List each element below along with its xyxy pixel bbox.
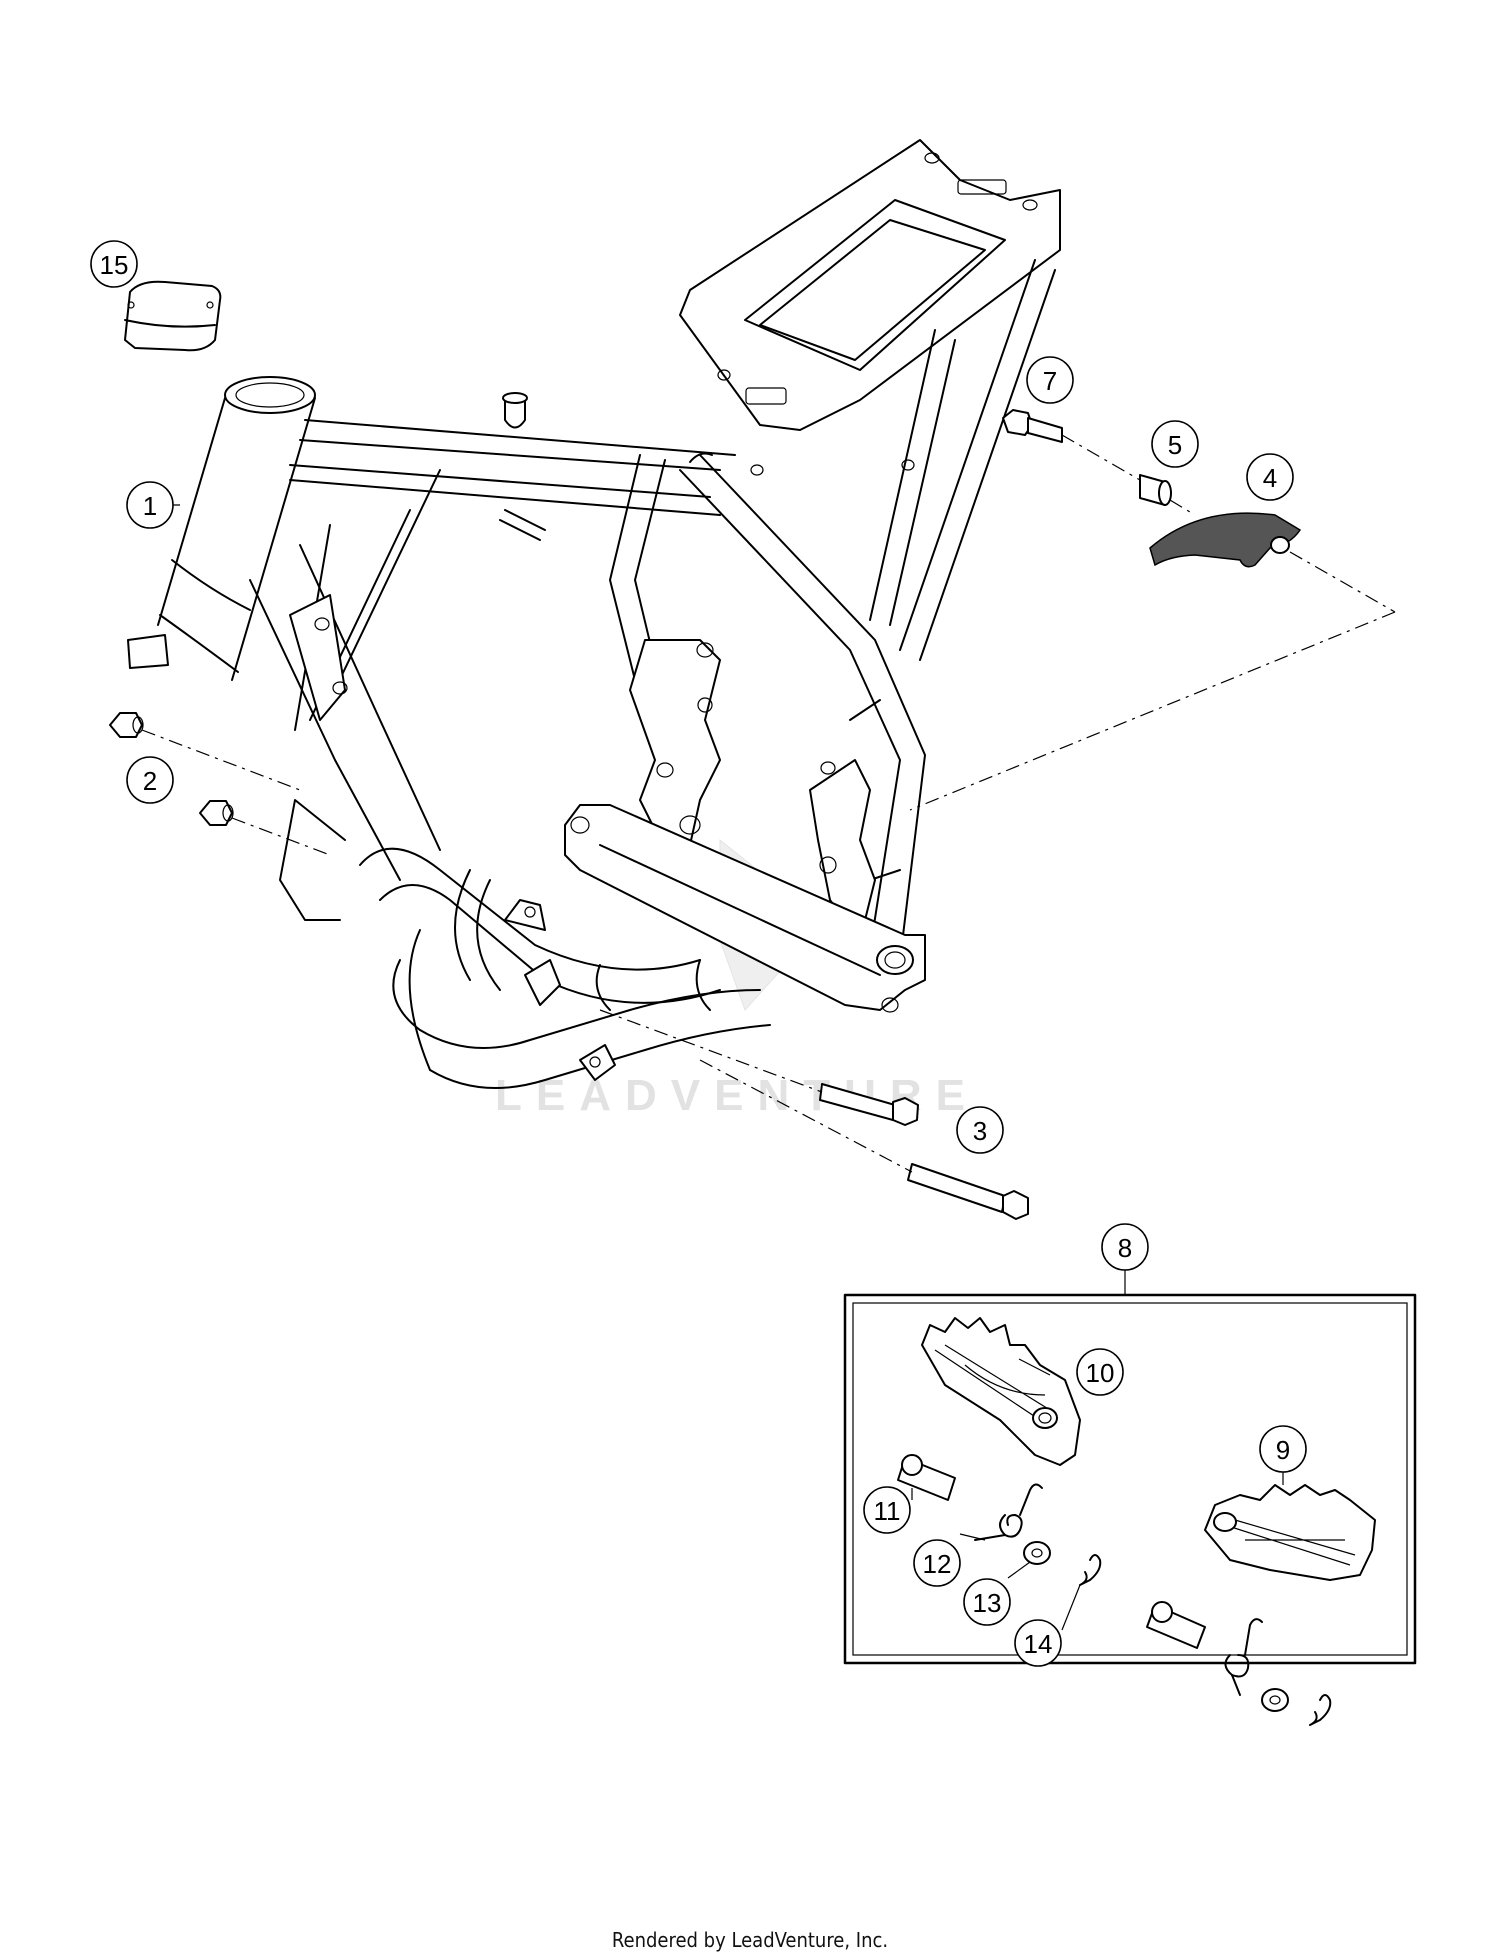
svg-text:2: 2	[143, 766, 157, 796]
callout-12: 12	[913, 1539, 961, 1587]
svg-text:14: 14	[1024, 1629, 1053, 1659]
footrest-group-box	[843, 1293, 1417, 1665]
callout-14: 14	[1014, 1619, 1062, 1667]
svg-text:5: 5	[1168, 430, 1182, 460]
svg-text:9: 9	[1276, 1435, 1290, 1465]
part-9-footpeg	[1204, 1484, 1376, 1581]
callout-8: 8	[1101, 1223, 1149, 1271]
part-10-footpeg	[921, 1317, 1081, 1466]
part-3-bolts	[599, 1009, 1029, 1220]
svg-text:11: 11	[874, 1496, 901, 1526]
callout-7: 7	[1026, 356, 1074, 404]
part-11-pin	[897, 1454, 1206, 1649]
frame	[127, 139, 1061, 1089]
part-15-cap	[124, 280, 222, 352]
callout-13: 13	[963, 1578, 1011, 1626]
part-7-bolt	[1002, 409, 1063, 443]
callout-1: 1	[126, 481, 174, 529]
callout-3: 3	[956, 1106, 1004, 1154]
part-2-nuts	[109, 712, 331, 856]
part-4-guide	[909, 434, 1396, 811]
svg-text:3: 3	[973, 1116, 987, 1146]
svg-text:1: 1	[143, 491, 157, 521]
part-5-spacer	[1139, 474, 1172, 506]
callout-9: 9	[1259, 1425, 1307, 1473]
svg-text:10: 10	[1086, 1358, 1115, 1388]
callout-2: 2	[126, 756, 174, 804]
svg-text:4: 4	[1263, 463, 1277, 493]
part-14-clip	[1061, 1554, 1332, 1726]
callout-5: 5	[1151, 420, 1199, 468]
part-13-washer	[1023, 1541, 1289, 1712]
svg-text:15: 15	[100, 250, 129, 280]
part-12-spring	[974, 1483, 1263, 1696]
svg-text:8: 8	[1118, 1233, 1132, 1263]
callout-4: 4	[1246, 453, 1294, 501]
svg-text:12: 12	[923, 1549, 952, 1579]
footer-credit: Rendered by LeadVenture, Inc.	[611, 1928, 889, 1952]
callout-10: 10	[1076, 1348, 1124, 1396]
callout-15: 15	[90, 240, 138, 288]
svg-text:7: 7	[1043, 366, 1057, 396]
svg-text:13: 13	[973, 1588, 1002, 1618]
callout-11: 11	[863, 1486, 911, 1534]
